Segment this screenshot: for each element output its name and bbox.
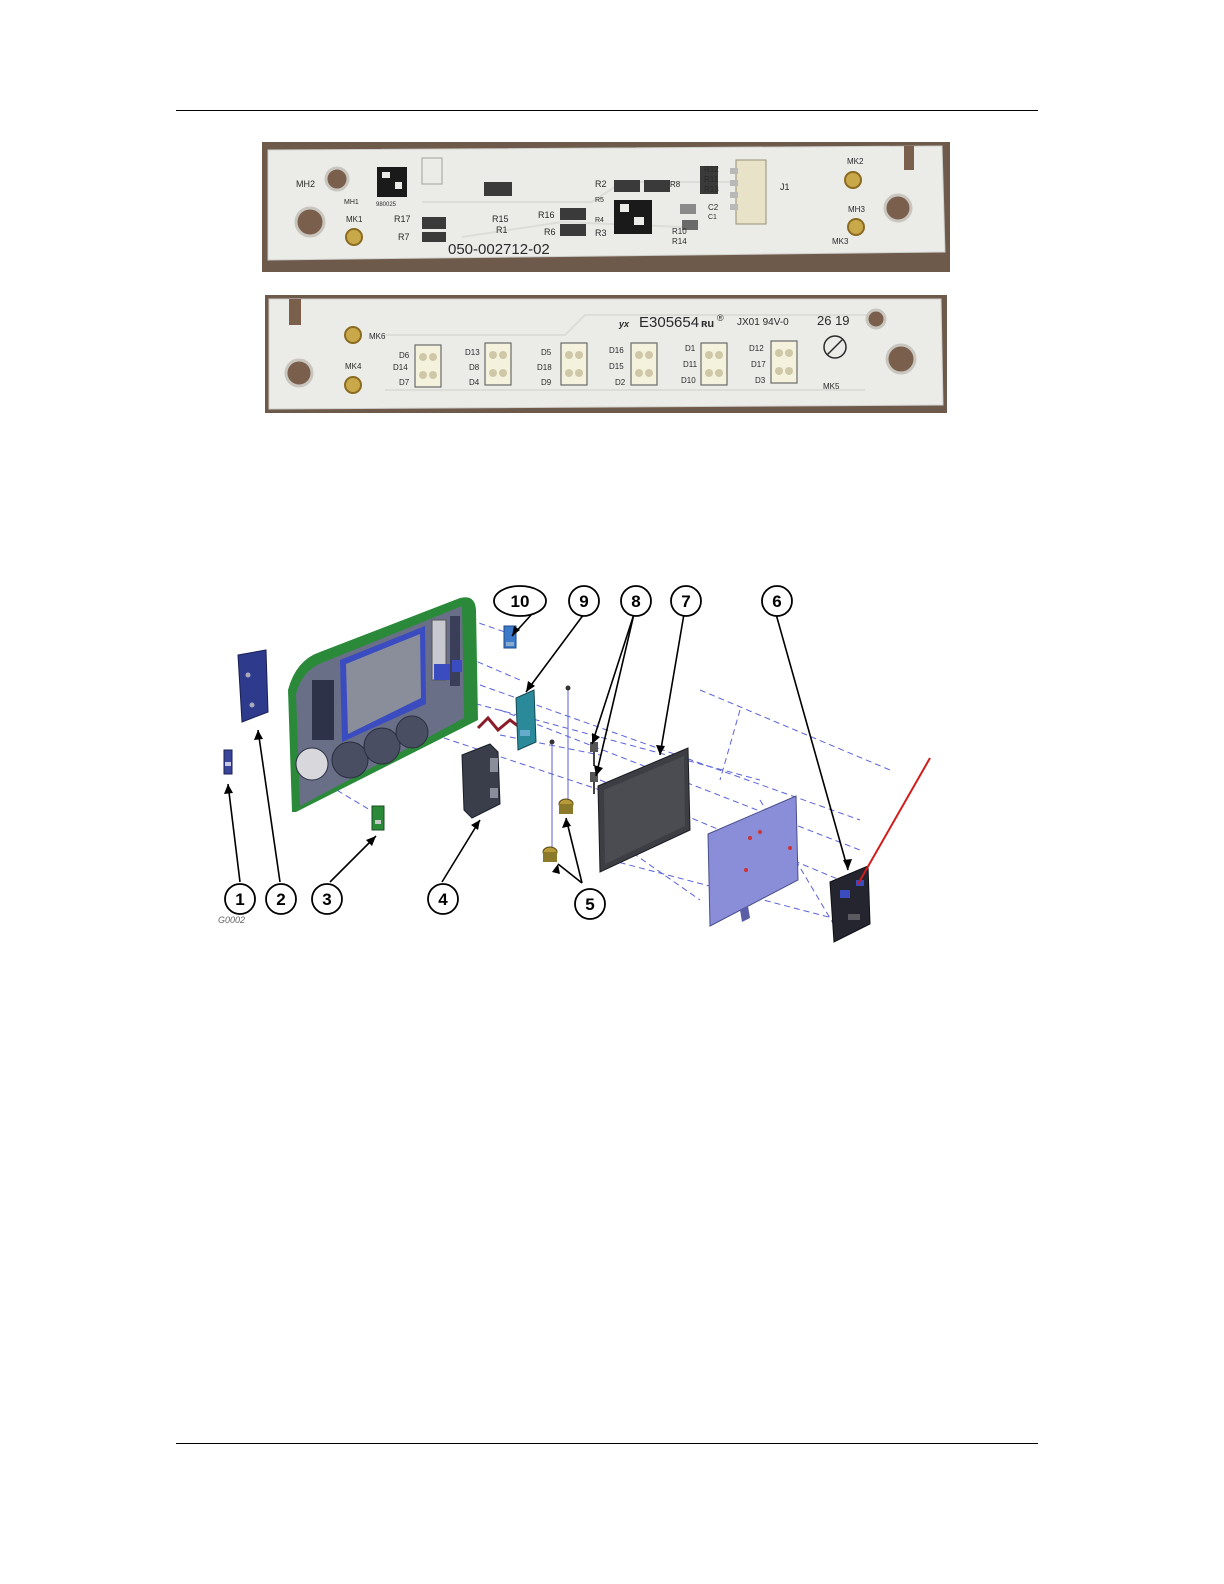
svg-text:4: 4 xyxy=(438,890,448,909)
pcb-top-label: R4 xyxy=(595,217,604,224)
led-label: D17 xyxy=(751,360,766,369)
pcb-logo: yx xyxy=(618,319,630,329)
part-3-green-board xyxy=(372,806,384,830)
pcb-top-label: R2 xyxy=(595,179,607,189)
pcb-top-label: R7 xyxy=(398,232,410,242)
part-7-plate xyxy=(598,748,690,872)
pcb-top-label: R1 xyxy=(496,225,508,235)
pcb-top-label: R3 xyxy=(595,228,607,238)
led-label: D8 xyxy=(469,363,480,372)
pcb-top-label: C2 xyxy=(708,203,719,212)
part-6-rear-board xyxy=(830,866,870,942)
drawing-code: G0002 xyxy=(218,915,245,925)
led-label: D1 xyxy=(685,344,696,353)
pcb-top-label: R13 xyxy=(704,185,719,194)
pcb-top-label: J1 xyxy=(780,182,790,192)
pcb-top-label: R14 xyxy=(672,237,687,246)
led-label: D5 xyxy=(541,348,552,357)
led-label: D16 xyxy=(609,346,624,355)
callout-5: 5 xyxy=(575,889,605,919)
callout-10: 10 xyxy=(494,586,546,616)
part-4-module xyxy=(462,744,500,818)
led-label: D14 xyxy=(393,363,408,372)
pcb-top-label: R6 xyxy=(544,227,556,237)
pcb-top-label: MH2 xyxy=(296,179,315,189)
svg-text:7: 7 xyxy=(681,592,690,611)
led-label: D11 xyxy=(683,360,698,369)
pcb-top-label: R12 xyxy=(704,165,719,174)
pcb-top-photo: MH2 MH1 MK1 MK2 MH3 MK3 R17 R7 R15 R1 R1… xyxy=(262,142,950,272)
pcb-top-part-number: 050-002712-02 xyxy=(448,241,550,258)
exploded-assembly-diagram: 1 2 3 4 5 6 7 8 9 10 G0002 xyxy=(200,580,960,960)
pcb-top-label: MH3 xyxy=(848,205,865,214)
pcb-bottom-label: MK5 xyxy=(823,382,840,391)
header-rule xyxy=(176,110,1038,111)
led-label: D18 xyxy=(537,363,552,372)
svg-text:5: 5 xyxy=(585,895,594,914)
led-label: D3 xyxy=(755,376,766,385)
mounting-bracket xyxy=(708,796,798,926)
svg-text:8: 8 xyxy=(631,592,640,611)
part-5-standoffs xyxy=(543,686,573,863)
callout-3: 3 xyxy=(312,884,342,914)
svg-text:2: 2 xyxy=(276,890,285,909)
part-2-bezel xyxy=(238,650,268,722)
led-label: D9 xyxy=(541,378,552,387)
callout-8: 8 xyxy=(621,586,651,616)
pcb-top-label: R10 xyxy=(672,227,687,236)
pcb-top-label: R11 xyxy=(704,175,719,184)
ul-logo: ʀu xyxy=(701,318,714,330)
led-label: D2 xyxy=(615,378,626,387)
pcb-bottom-date-code: 26 19 xyxy=(817,313,850,328)
callout-7: 7 xyxy=(671,586,701,616)
pcb-top-label: MK1 xyxy=(346,215,363,224)
pcb-top-label: MK3 xyxy=(832,237,849,246)
pcb-bottom-label: MK4 xyxy=(345,362,362,371)
svg-text:6: 6 xyxy=(772,592,781,611)
svg-text:1: 1 xyxy=(235,890,244,909)
svg-text:3: 3 xyxy=(322,890,331,909)
led-label: D4 xyxy=(469,378,480,387)
footer-rule xyxy=(176,1443,1038,1444)
pcb-top-label: R8 xyxy=(670,180,681,189)
pcb-bottom-photo: MK6 MK4 MK5 yx E305654 ʀu ® JX01 94V-0 2… xyxy=(265,295,947,413)
red-indicator-line xyxy=(858,758,930,884)
led-label: D6 xyxy=(399,351,410,360)
pcb-top-label: MH1 xyxy=(344,199,359,206)
pcb-top-label: R17 xyxy=(394,214,411,224)
led-label: D7 xyxy=(399,378,410,387)
callout-2: 2 xyxy=(266,884,296,914)
front-panel-housing xyxy=(288,597,478,812)
led-label: D13 xyxy=(465,348,480,357)
pcb-bottom-ul-mark: ® xyxy=(717,313,724,323)
led-label: D15 xyxy=(609,362,624,371)
pcb-top-label: R5 xyxy=(595,197,604,204)
callout-6: 6 xyxy=(762,586,792,616)
pcb-top-label: MK2 xyxy=(847,157,864,166)
part-1-tab xyxy=(224,750,232,774)
pcb-bottom-label: MK6 xyxy=(369,332,386,341)
led-label: D12 xyxy=(749,344,764,353)
callout-4: 4 xyxy=(428,884,458,914)
part-9-board xyxy=(516,690,536,750)
pcb-top-label: C1 xyxy=(708,214,717,221)
pcb-top-label: R15 xyxy=(492,214,509,224)
pcb-top-label: R16 xyxy=(538,210,555,220)
led-label: D10 xyxy=(681,376,696,385)
pcb-bottom-rating: JX01 94V-0 xyxy=(737,317,789,328)
pcb-top-barcode-code: 980025 xyxy=(376,202,397,208)
svg-text:9: 9 xyxy=(579,592,588,611)
red-cable xyxy=(478,718,518,730)
svg-text:10: 10 xyxy=(511,592,530,611)
callout-9: 9 xyxy=(569,586,599,616)
pcb-bottom-manufacturer-mark: E305654 xyxy=(639,314,699,331)
callout-1: 1 xyxy=(225,884,255,914)
